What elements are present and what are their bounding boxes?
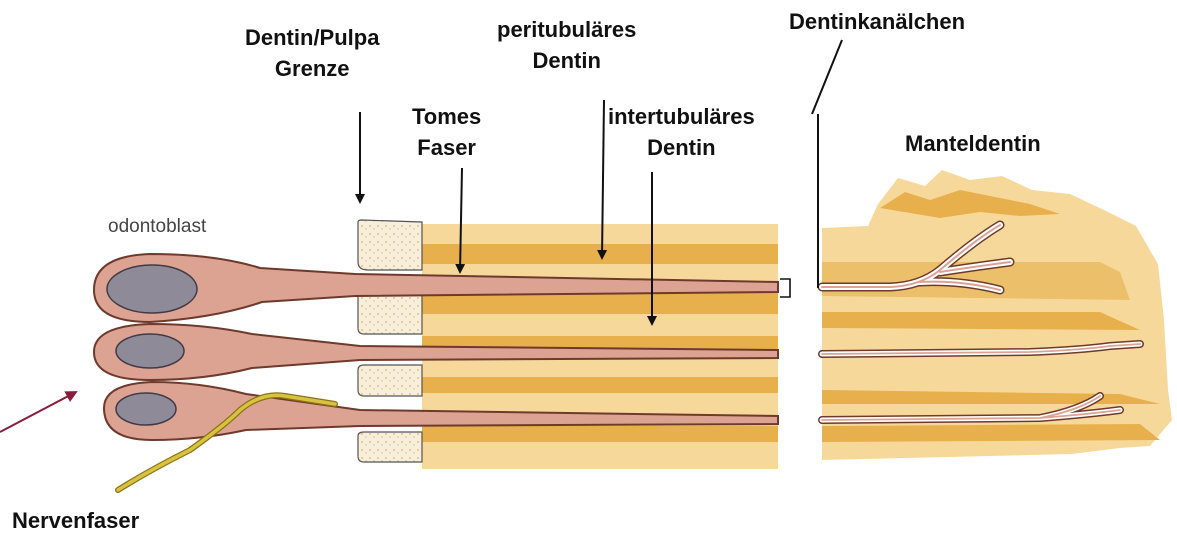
tubule-bracket	[780, 279, 790, 297]
label-nervenfaser: Nervenfaser	[12, 505, 139, 536]
label-dentinkanaelchen: Dentinkanälchen	[789, 6, 965, 37]
label-dentin-pulpa-grenze: Dentin/Pulpa Grenze	[245, 22, 379, 84]
label-tomes-faser: Tomes Faser	[412, 101, 481, 163]
arrow-nervenfaser	[0, 392, 76, 432]
label-intertubulaeres-dentin: intertubuläres Dentin	[608, 101, 755, 163]
label-manteldentin: Manteldentin	[905, 128, 1041, 159]
label-peritubulaeres-dentin: peritubuläres Dentin	[497, 14, 636, 76]
pointer-dentinkanaelchen-upper	[812, 40, 842, 114]
label-odontoblast: odontoblast	[108, 216, 206, 238]
